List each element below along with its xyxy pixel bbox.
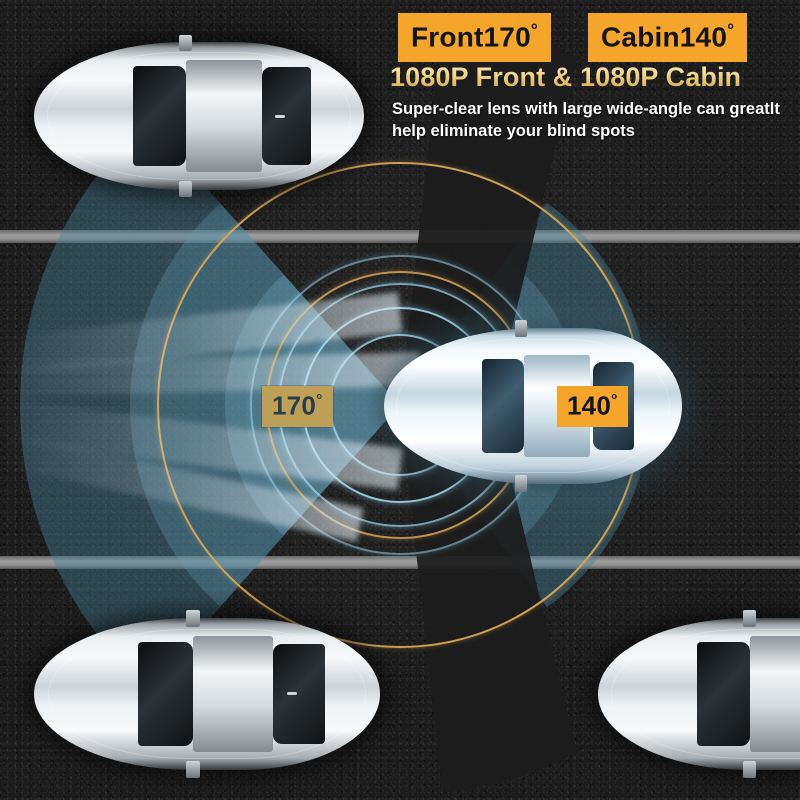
subheadline-text: Super-clear lens with large wide-angle c… bbox=[392, 100, 780, 141]
door-handle bbox=[286, 692, 297, 696]
car-roof bbox=[749, 636, 800, 752]
badge-cabin-label: Cabin140 bbox=[601, 21, 728, 53]
door-handle bbox=[274, 114, 285, 118]
car-roof bbox=[193, 636, 273, 752]
car-body bbox=[384, 320, 682, 492]
side-mirror-icon bbox=[515, 474, 528, 492]
label-front-170: 170° bbox=[262, 386, 333, 427]
side-mirror-icon bbox=[186, 610, 201, 628]
cabin-angle-value: 140 bbox=[567, 390, 611, 421]
side-mirror-icon bbox=[743, 760, 757, 778]
car-top-left bbox=[34, 34, 364, 198]
windshield bbox=[697, 642, 750, 746]
rear-window bbox=[261, 67, 312, 165]
car-hero-center bbox=[384, 320, 682, 492]
car-roof bbox=[185, 59, 262, 173]
side-mirror-icon bbox=[515, 320, 528, 338]
front-angle-value: 170 bbox=[272, 390, 316, 421]
side-mirror-icon bbox=[186, 760, 201, 778]
car-body bbox=[34, 610, 380, 778]
badge-cabin-angle: Cabin140° bbox=[588, 13, 748, 63]
degree-symbol: ° bbox=[315, 391, 323, 409]
car-body bbox=[34, 34, 364, 198]
degree-symbol: ° bbox=[727, 20, 735, 40]
windshield bbox=[137, 642, 194, 746]
car-body bbox=[598, 610, 800, 778]
label-cabin-140: 140° bbox=[557, 386, 628, 427]
badge-front-angle: Front170° bbox=[398, 13, 552, 63]
car-bottom-left bbox=[34, 610, 380, 778]
rear-window bbox=[272, 643, 325, 745]
degree-symbol: ° bbox=[530, 20, 539, 40]
side-mirror-icon bbox=[179, 34, 193, 51]
side-mirror-icon bbox=[179, 181, 193, 198]
headline-text: 1080P Front & 1080P Cabin bbox=[390, 62, 742, 92]
side-mirror-icon bbox=[743, 610, 757, 628]
windshield bbox=[133, 65, 186, 167]
car-bottom-right bbox=[598, 610, 800, 778]
windshield bbox=[482, 359, 525, 453]
degree-symbol: ° bbox=[610, 391, 618, 409]
badge-front-label: Front170 bbox=[411, 21, 531, 53]
